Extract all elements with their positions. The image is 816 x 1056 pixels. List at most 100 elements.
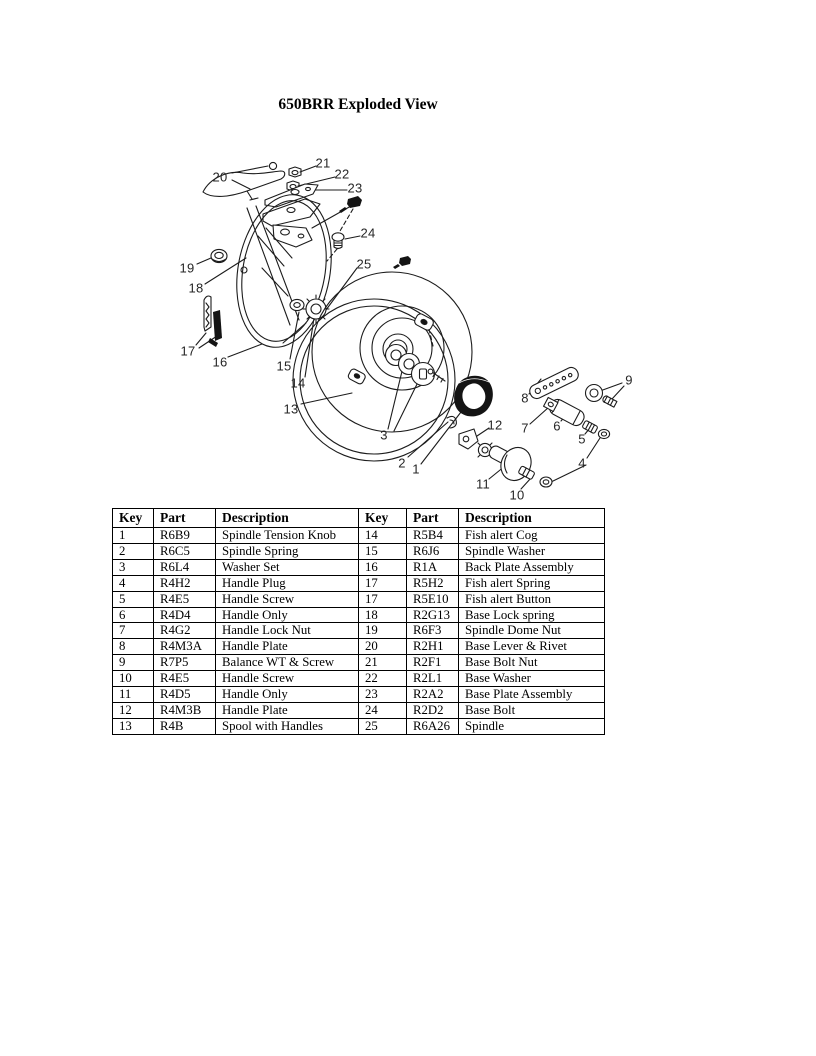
table-cell: R4G2 [153,622,216,640]
callout-label-13: 13 [283,402,298,417]
table-cell: 1 [112,527,154,544]
header-cell-part-1: Part [153,508,216,528]
table-cell: 2 [112,542,154,560]
base-plate-part [262,183,321,248]
back-plate-assembly-part [236,194,332,348]
callout-label-22: 22 [334,167,349,182]
table-cell: R4B [153,717,216,735]
table-cell: 5 [112,590,154,608]
callout-label-2: 2 [398,456,406,471]
base-bolt-black-parts [339,196,411,269]
table-cell: 4 [112,574,154,592]
table-cell: Handle Plug [215,574,359,592]
table-cell: Handle Lock Nut [215,622,359,640]
table-cell: R2H1 [406,638,459,656]
callout-label-23: 23 [347,181,362,196]
table-cell: R2G13 [406,606,459,624]
handle-only-part [543,396,585,427]
table-cell: Balance WT & Screw [215,654,359,672]
table-cell: Spindle [458,717,605,735]
table-cell: 11 [112,686,154,703]
table-cell: 25 [358,717,407,735]
callout-label-5: 5 [578,432,586,447]
table-cell: R5E10 [406,590,459,608]
handle-plate-part [529,366,579,400]
header-cell-key-2: Key [358,508,407,528]
spindle-spring-part [446,415,457,429]
table-cell: Handle Screw [215,670,359,688]
table-cell: Spindle Washer [458,542,605,560]
callout-label-20: 20 [212,170,227,185]
fish-alert-spring-button-parts [203,295,222,347]
table-cell: Spool with Handles [215,717,359,735]
header-row: Key Part Description Key Part Descriptio… [112,508,605,528]
table-cell: R2D2 [406,701,459,719]
callout-label-9: 9 [625,373,633,388]
callout-label-11: 11 [476,477,490,492]
table-cell: 12 [112,701,154,719]
table-cell: Spindle Spring [215,542,359,560]
callout-label-14: 14 [290,376,305,391]
table-cell: R1A [406,558,459,576]
table-cell: Fish alert Cog [458,527,605,544]
table-cell: 21 [358,654,407,672]
callout-label-4: 4 [578,456,586,471]
table-cell: Spindle Dome Nut [458,622,605,640]
table-cell: Fish alert Spring [458,574,605,592]
callout-label-7: 7 [521,421,529,436]
callout-label-16: 16 [212,355,227,370]
table-cell: R5H2 [406,574,459,592]
table-cell: R4E5 [153,670,216,688]
table-cell: Handle Only [215,606,359,624]
table-cell: R6B9 [153,527,216,544]
table-cell: 14 [358,527,407,544]
parts-table: Key Part Description Key Part Descriptio… [112,508,605,735]
callout-label-15: 15 [276,359,291,374]
exploded-view-diagram: 2021222324251918171615141332112111098765… [179,156,632,503]
table-cell: R6C5 [153,542,216,560]
table-cell: 13 [112,717,154,735]
base-bolt-part [331,232,345,250]
table-cell: 8 [112,638,154,656]
table-cell: R4E5 [153,590,216,608]
table-cell: 7 [112,622,154,640]
table-cell: R6F3 [406,622,459,640]
table-cell: Base Bolt Nut [458,654,605,672]
washer-set-parts [384,343,446,387]
table-cell: 10 [112,670,154,688]
table-cell: R5B4 [406,527,459,544]
table-cell: Base Washer [458,670,605,688]
callout-label-25: 25 [356,257,371,272]
table-cell: R4D4 [153,606,216,624]
table-cell: 18 [358,606,407,624]
table-cell: 17 [358,590,407,608]
table-cell: R6A26 [406,717,459,735]
table-cell: 19 [358,622,407,640]
callout-label-18: 18 [188,281,203,296]
table-cell: Base Bolt [458,701,605,719]
callout-label-12: 12 [487,418,502,433]
table-cell: 3 [112,558,154,576]
table-cell: R4M3A [153,638,216,656]
header-cell-desc-1: Description [215,508,359,528]
table-cell: Handle Plate [215,701,359,719]
table-cell: R2F1 [406,654,459,672]
table-cell: Back Plate Assembly [458,558,605,576]
callout-label-17: 17 [180,344,195,359]
table-cell: Handle Only [215,686,359,703]
table-cell: R2L1 [406,670,459,688]
table-cell: R6L4 [153,558,216,576]
spindle-tension-knob-part [454,375,493,417]
table-cell: Fish alert Button [458,590,605,608]
base-lever-part [202,161,286,200]
callout-label-10: 10 [509,488,524,503]
table-cell: R4M3B [153,701,216,719]
table-cell: 20 [358,638,407,656]
